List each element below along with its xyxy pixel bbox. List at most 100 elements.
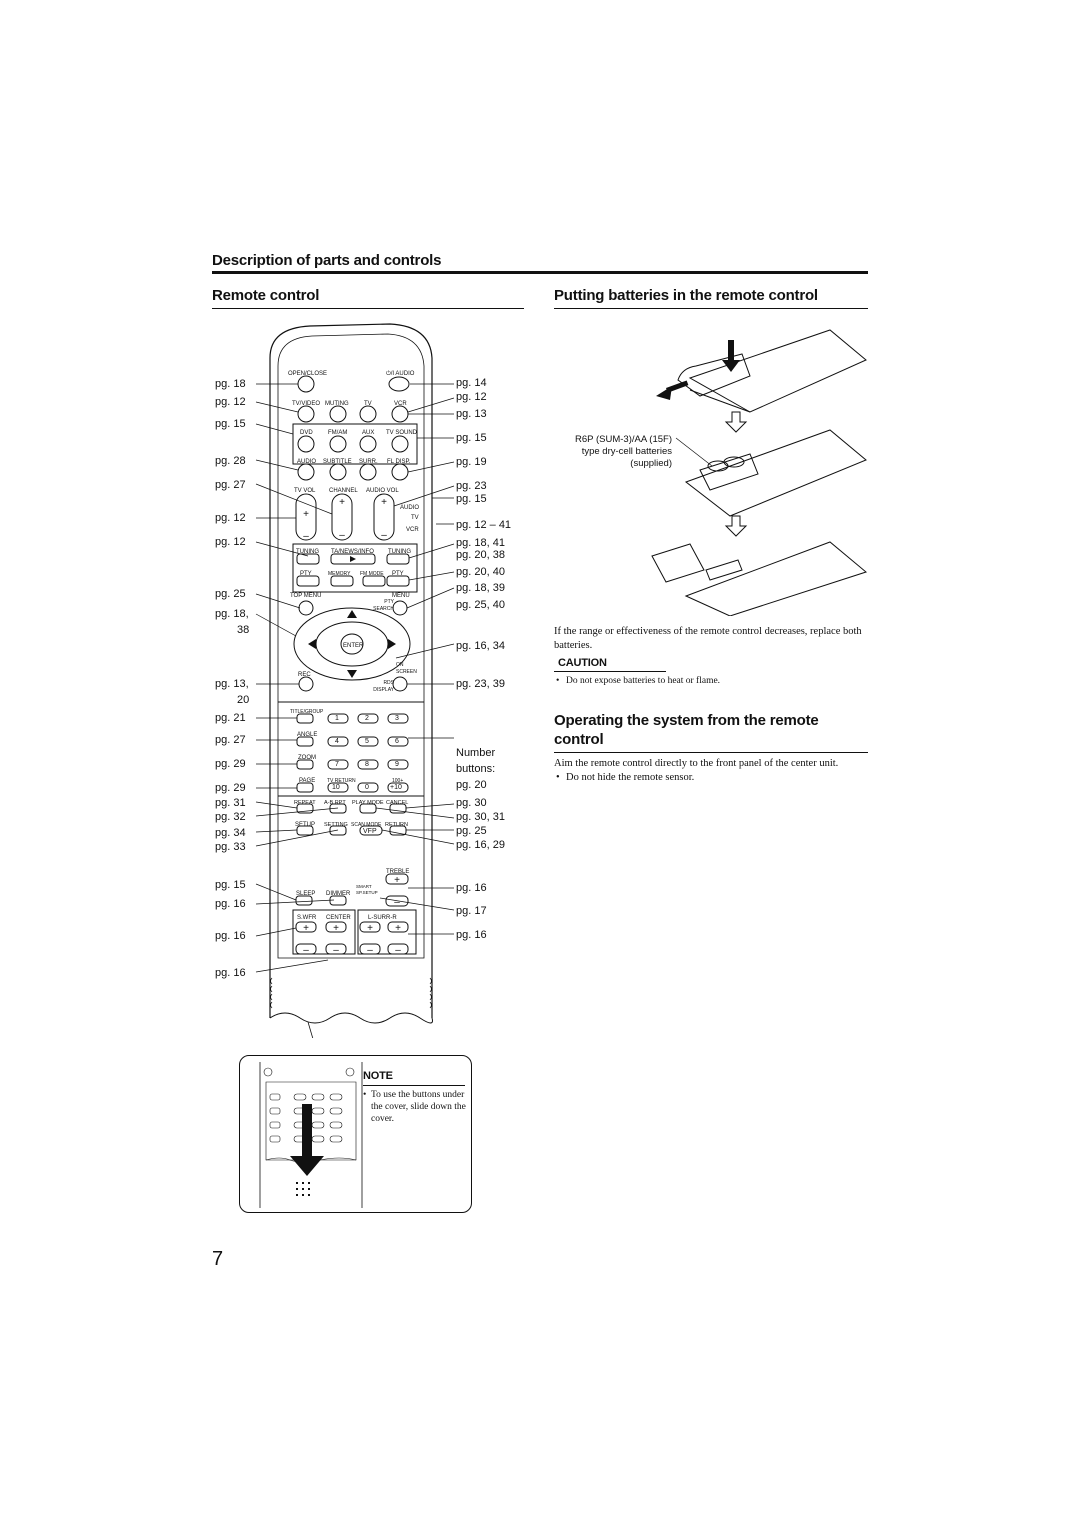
scan-mode-label: SCAN MODE [351, 822, 382, 828]
repeat-label: REPEAT [294, 800, 316, 806]
left-ref: pg. 12 [215, 536, 246, 548]
svg-text:+: + [333, 923, 339, 934]
batteries-heading: Putting batteries in the remote control [554, 287, 818, 304]
num-4: 4 [335, 738, 339, 745]
right-ref: pg. 12 [456, 391, 487, 403]
operating-bullet-dot: • [556, 772, 560, 783]
note-bullet: • [363, 1090, 367, 1100]
plus100-label: 100+ [392, 778, 404, 784]
section-rule [212, 271, 868, 274]
angle-label: ANGLE [297, 732, 318, 738]
svg-text:–: – [395, 945, 401, 956]
pty-down-label: PTY [300, 571, 312, 577]
dvd-label: DVD [300, 430, 313, 436]
muting-label: MUTING [325, 401, 349, 407]
battery-type-line-2: type dry-cell batteries [581, 446, 672, 457]
fm-am-label: FM/AM [328, 430, 348, 436]
enter-label: ENTER [343, 643, 364, 649]
audio-vol-label: AUDIO VOL [366, 488, 399, 494]
svg-text:–: – [381, 530, 387, 541]
right-ref: pg. 23, 39 [456, 678, 505, 690]
caution-rule [554, 671, 666, 672]
tuning-down-label: TUNING [296, 549, 319, 555]
tv-return-label: TV RETURN [327, 778, 356, 784]
remote-control-heading: Remote control [212, 287, 320, 304]
slider-audio-label: AUDIO [400, 505, 420, 511]
right-ref: pg. 25 [456, 825, 487, 837]
channel-label: CHANNEL [329, 488, 358, 494]
num-7: 7 [335, 761, 339, 768]
swfr-label: S.WFR [297, 915, 317, 921]
tv-label: TV [364, 401, 372, 407]
right-ref: pg. 18, 41 [456, 537, 505, 549]
center-label: CENTER [326, 915, 351, 921]
right-ref: pg. 16, 29 [456, 839, 505, 851]
left-ref: pg. 18, [215, 608, 249, 620]
left-ref: 20 [237, 694, 250, 706]
svg-text:+: + [303, 509, 309, 520]
rds-display-label: RDS DISPLAY [373, 680, 394, 693]
vfp-label: VFP [363, 828, 377, 835]
num-10: 10 [332, 784, 340, 791]
right-ref: pg. 20, 38 [456, 549, 505, 561]
aux-label: AUX [362, 430, 375, 436]
left-ref: pg. 32 [215, 811, 246, 823]
right-ref: pg. 14 [456, 377, 487, 389]
right-ref: pg. 12 – 41 [456, 519, 512, 531]
fm-mode-label: FM MODE [360, 571, 384, 577]
operating-bullet: Do not hide the remote sensor. [566, 772, 695, 783]
left-ref: pg. 12 [215, 512, 246, 524]
setup-label: SETUP [295, 822, 316, 828]
tv-sound-label: TV SOUND [386, 430, 418, 436]
left-ref: 38 [237, 624, 250, 636]
slider-tv-label: TV [411, 515, 419, 521]
right-ref: pg. 17 [456, 905, 487, 917]
pty-search-label: PTY SEARCH [373, 599, 394, 612]
left-ref: pg. 27 [215, 734, 246, 746]
right-ref: pg. 30 [456, 797, 487, 809]
smart-setup-label: SMART SP.SETUP [356, 884, 378, 895]
svg-text:+: + [367, 923, 373, 934]
right-ref: buttons: [456, 763, 496, 775]
left-ref: pg. 21 [215, 712, 246, 724]
setting-label: SETTING [324, 822, 348, 828]
right-ref: Number [456, 747, 496, 759]
battery-diagram [630, 320, 870, 617]
right-ref: pg. 13 [456, 408, 487, 420]
left-ref: pg. 15 [215, 879, 246, 891]
num-2: 2 [365, 715, 369, 722]
left-ref: pg. 27 [215, 479, 246, 491]
svg-text:+: + [394, 875, 400, 886]
on-screen-label: ON SCREEN [396, 662, 417, 675]
right-ref: pg. 20, 40 [456, 566, 505, 578]
left-ref: pg. 25 [215, 588, 246, 600]
battery-type-label: R6P (SUM-3)/AA (15F) type dry-cell batte… [556, 434, 672, 470]
operating-rule [554, 752, 868, 753]
memory-label: MEMORY [328, 571, 351, 577]
svg-text:–: – [303, 531, 309, 542]
left-ref: pg. 31 [215, 797, 246, 809]
pty-up-label: PTY [392, 571, 404, 577]
left-ref: pg. 29 [215, 758, 246, 770]
right-ref: pg. 23 [456, 480, 487, 492]
open-close-label: OPEN/CLOSE [288, 371, 328, 377]
rec-label: REC [298, 672, 311, 678]
left-ref: pg. 34 [215, 827, 246, 839]
left-ref: pg. 18 [215, 378, 246, 390]
remote-body-drawing: +– +– +– +– ++++ –––– [255, 323, 455, 1038]
left-ref: pg. 15 [215, 418, 246, 430]
page-label: PAGE [299, 778, 316, 784]
operating-text: Aim the remote control directly to the f… [554, 758, 839, 769]
num-3: 3 [395, 715, 399, 722]
left-ref: pg. 29 [215, 782, 246, 794]
right-ref: pg. 15 [456, 432, 487, 444]
tuning-up-label: TUNING [388, 549, 411, 555]
left-ref: pg. 13, [215, 678, 249, 690]
section-header: Description of parts and controls [212, 252, 442, 269]
surr-label: SURR. [359, 459, 378, 465]
page-number: 7 [212, 1248, 224, 1270]
svg-text:+: + [339, 497, 345, 508]
slider-vcr-label: VCR [406, 527, 419, 533]
num-9: 9 [395, 761, 399, 768]
operating-heading: Operating the system from the remote con… [554, 712, 819, 748]
